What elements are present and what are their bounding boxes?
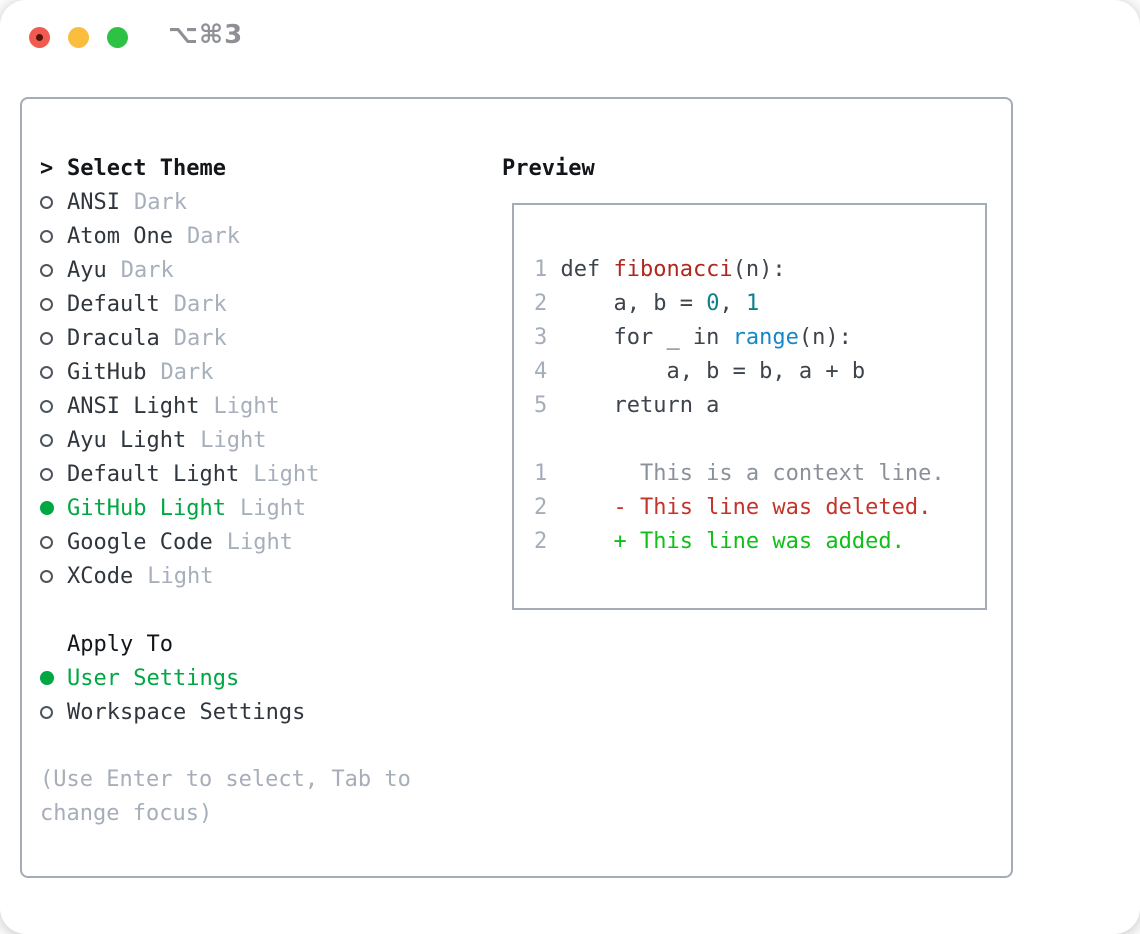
radio-icon	[40, 671, 54, 685]
theme-variant: Dark	[186, 223, 240, 249]
theme-variant: Light	[200, 427, 267, 453]
line-number: 2	[534, 495, 548, 520]
prompt-icon: >	[40, 155, 54, 181]
theme-name: Ayu Light	[67, 427, 187, 453]
radio-icon	[40, 365, 53, 379]
theme-variant: Light	[213, 393, 280, 419]
theme-variant: Dark	[160, 359, 214, 385]
close-icon	[36, 34, 43, 41]
theme-name: Google Code	[67, 529, 213, 555]
apply-to-header: Apply To	[40, 627, 485, 661]
code-line: 5 return a	[534, 389, 985, 423]
theme-variant: Light	[147, 563, 214, 589]
line-number: 4	[534, 359, 548, 384]
code-text: This is a context line.	[560, 461, 945, 486]
radio-icon	[40, 433, 53, 447]
code-text: a, b = b, a + b	[560, 359, 866, 384]
apply-to-option[interactable]: Workspace Settings	[40, 695, 485, 729]
theme-option[interactable]: Ayu Dark	[40, 253, 485, 287]
code-line: 1 def fibonacci(n):	[534, 253, 985, 287]
code-text: def fibonacci(n):	[560, 257, 786, 282]
theme-option[interactable]: Google Code Light	[40, 525, 485, 559]
radio-icon	[40, 569, 53, 583]
apply-to-list: User Settings Workspace Settings	[40, 661, 485, 729]
theme-variant: Dark	[173, 291, 227, 317]
theme-variant: Light	[226, 529, 293, 555]
radio-icon	[40, 535, 53, 549]
theme-name: Dracula	[67, 325, 160, 351]
code-text: for _ in range(n):	[560, 325, 852, 350]
radio-icon	[40, 297, 53, 311]
theme-option[interactable]: Default Dark	[40, 287, 485, 321]
radio-icon	[40, 399, 53, 413]
radio-icon	[40, 229, 53, 243]
titlebar	[29, 27, 128, 48]
code-line: 3 for _ in range(n):	[534, 321, 985, 355]
line-number: 1	[534, 257, 548, 282]
code-line: 1 This is a context line.	[534, 457, 985, 491]
minimize-button[interactable]	[68, 27, 89, 48]
zoom-button[interactable]	[107, 27, 128, 48]
theme-variant: Dark	[120, 257, 174, 283]
theme-option[interactable]: GitHub Dark	[40, 355, 485, 389]
help-text: (Use Enter to select, Tab to change focu…	[40, 767, 411, 826]
line-number: 2	[534, 529, 548, 554]
apply-to-option[interactable]: User Settings	[40, 661, 485, 695]
radio-icon	[40, 705, 53, 719]
theme-variant: Dark	[133, 189, 187, 215]
code-line	[534, 423, 985, 457]
theme-name: ANSI	[67, 189, 120, 215]
code-line: 2 - This line was deleted.	[534, 491, 985, 525]
theme-name: ANSI Light	[67, 393, 200, 419]
code-text: a, b = 0, 1	[560, 291, 760, 316]
line-number: 3	[534, 325, 548, 350]
theme-column: > Select Theme ANSI Dark Atom One Dark A…	[40, 151, 485, 831]
theme-dialog: > Select Theme ANSI Dark Atom One Dark A…	[20, 97, 1013, 878]
theme-name: XCode	[67, 563, 134, 589]
theme-variant: Light	[253, 461, 320, 487]
window-title: ⌥⌘3	[168, 20, 244, 50]
theme-option[interactable]: GitHub Light Light	[40, 491, 485, 525]
code-line: 4 a, b = b, a + b	[534, 355, 985, 389]
theme-variant: Light	[239, 495, 307, 521]
code-line: 2 a, b = 0, 1	[534, 287, 985, 321]
apply-to-label: User Settings	[67, 665, 240, 691]
theme-option[interactable]: XCode Light	[40, 559, 485, 593]
theme-option[interactable]: Default Light Light	[40, 457, 485, 491]
theme-option[interactable]: Atom One Dark	[40, 219, 485, 253]
line-number: 1	[534, 461, 548, 486]
code-text: + This line was added.	[560, 529, 905, 554]
code-line: 2 + This line was added.	[534, 525, 985, 559]
radio-icon	[40, 501, 54, 515]
theme-name: Default	[67, 291, 160, 317]
line-number: 2	[534, 291, 548, 316]
line-number: 5	[534, 393, 548, 418]
theme-name: Ayu	[67, 257, 107, 283]
apply-to-label: Workspace Settings	[67, 699, 306, 725]
theme-name: Default Light	[67, 461, 240, 487]
code-text: - This line was deleted.	[560, 495, 932, 520]
radio-icon	[40, 467, 53, 481]
apply-to-title: Apply To	[67, 631, 173, 657]
theme-name: GitHub	[67, 359, 147, 385]
theme-name: GitHub Light	[67, 495, 226, 521]
theme-option[interactable]: Dracula Dark	[40, 321, 485, 355]
code-text: return a	[560, 393, 720, 418]
select-theme-title: Select Theme	[67, 155, 226, 181]
radio-icon	[40, 263, 53, 277]
preview-header: Preview	[502, 151, 595, 185]
theme-variant: Dark	[173, 325, 227, 351]
radio-icon	[40, 195, 53, 209]
close-button[interactable]	[29, 27, 50, 48]
theme-option[interactable]: Ayu Light Light	[40, 423, 485, 457]
radio-icon	[40, 331, 53, 345]
theme-option[interactable]: ANSI Light Light	[40, 389, 485, 423]
theme-list: ANSI Dark Atom One Dark Ayu Dark Default…	[40, 185, 485, 593]
preview-title: Preview	[502, 155, 595, 181]
select-theme-header: > Select Theme	[40, 151, 485, 185]
theme-name: Atom One	[67, 223, 173, 249]
theme-option[interactable]: ANSI Dark	[40, 185, 485, 219]
